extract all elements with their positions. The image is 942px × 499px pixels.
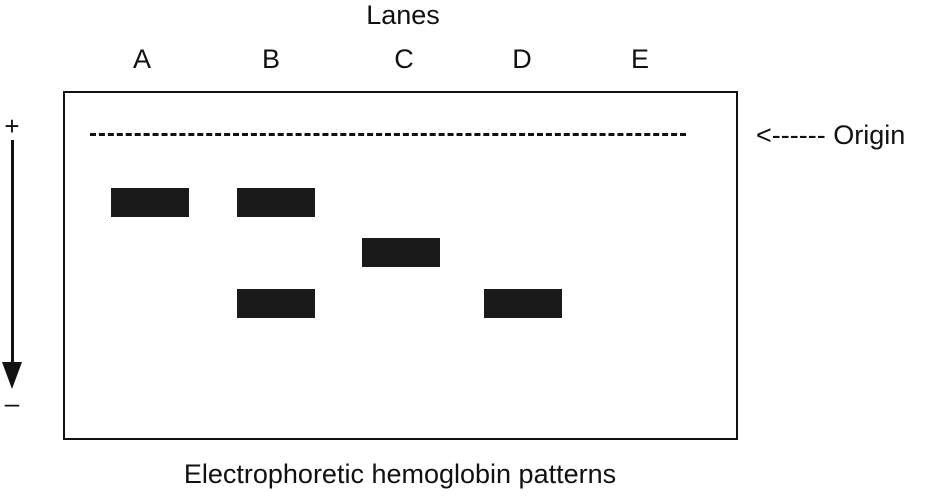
band-lane-b-upper	[237, 188, 315, 217]
lane-label-d: D	[512, 44, 532, 74]
lane-label-a: A	[132, 44, 151, 74]
band-lane-b-lower	[237, 289, 315, 318]
origin-label: <------ Origin	[756, 120, 906, 150]
positive-pole-label: +	[4, 111, 20, 141]
down-arrow-icon	[11, 140, 14, 368]
lane-label-e: E	[630, 44, 649, 74]
lane-label-c: C	[394, 44, 414, 74]
arrow-head-icon	[2, 362, 22, 389]
origin-line	[90, 133, 686, 136]
lanes-title: Lanes	[366, 0, 440, 30]
lane-label-b: B	[261, 44, 280, 74]
figure-caption: Electrophoretic hemoglobin patterns	[183, 459, 617, 489]
band-lane-c-middle	[362, 238, 440, 267]
band-lane-a-upper	[111, 188, 189, 217]
negative-pole-label: –	[4, 388, 20, 418]
gel-box	[63, 91, 738, 440]
band-lane-d-lower	[484, 289, 562, 318]
